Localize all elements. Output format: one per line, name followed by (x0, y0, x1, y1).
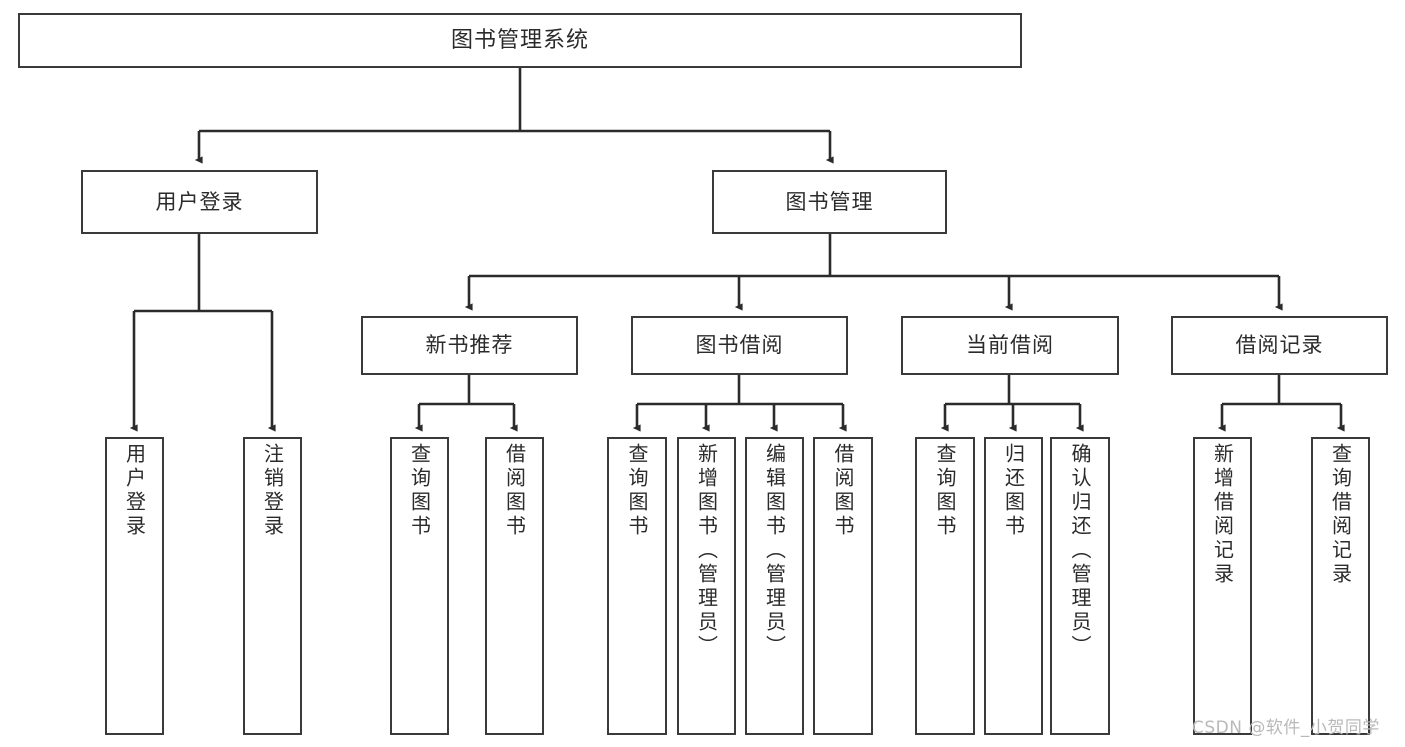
node-leaf-user-login[interactable]: 用户登录 (105, 437, 164, 735)
node-current-borrow[interactable]: 当前借阅 (901, 316, 1119, 375)
node-label: 图书借阅 (695, 333, 784, 358)
node-leaf-query-book-current[interactable]: 查询图书 (915, 437, 975, 735)
node-label: 图书管理系统 (450, 27, 589, 53)
node-label: 借阅图书 (502, 443, 527, 539)
csdn-watermark: CSDN @软件_小贺同学 (1192, 718, 1380, 738)
node-leaf-borrow-book-recommend[interactable]: 借阅图书 (485, 437, 544, 735)
node-leaf-query-book-borrow[interactable]: 查询图书 (607, 437, 667, 735)
node-label: 查询图书 (625, 443, 649, 539)
node-leaf-add-book-admin[interactable]: 新增图书（管理员） (677, 437, 736, 735)
node-label: 编辑图书（管理员） (762, 443, 787, 659)
node-label: 新增借阅记录 (1210, 443, 1235, 587)
node-leaf-query-book-recommend[interactable]: 查询图书 (390, 437, 449, 735)
node-book-borrow[interactable]: 图书借阅 (631, 316, 848, 375)
node-label: 借阅记录 (1235, 333, 1324, 358)
node-leaf-confirm-return-admin[interactable]: 确认归还（管理员） (1050, 437, 1110, 735)
node-leaf-borrow-book[interactable]: 借阅图书 (813, 437, 873, 735)
node-label: 借阅图书 (831, 443, 855, 539)
node-borrow-record[interactable]: 借阅记录 (1171, 316, 1388, 375)
node-root-book-management-system[interactable]: 图书管理系统 (18, 13, 1022, 68)
node-leaf-logout[interactable]: 注销登录 (243, 437, 302, 735)
node-label: 图书管理 (785, 189, 874, 214)
node-label: 新书推荐 (425, 333, 514, 358)
node-label: 查询图书 (407, 443, 432, 539)
node-book-management[interactable]: 图书管理 (712, 170, 947, 234)
node-label: 新增图书（管理员） (694, 443, 719, 659)
node-user-login[interactable]: 用户登录 (81, 170, 318, 234)
node-leaf-query-borrow-record[interactable]: 查询借阅记录 (1311, 437, 1370, 735)
node-label: 用户登录 (122, 443, 147, 539)
node-label: 注销登录 (260, 443, 285, 539)
node-leaf-add-borrow-record[interactable]: 新增借阅记录 (1193, 437, 1252, 735)
node-label: 确认归还（管理员） (1068, 443, 1092, 659)
node-new-book-recommend[interactable]: 新书推荐 (361, 316, 578, 375)
node-label: 查询借阅记录 (1328, 443, 1353, 587)
node-label: 查询图书 (933, 443, 957, 539)
node-label: 当前借阅 (966, 333, 1054, 358)
node-leaf-return-book[interactable]: 归还图书 (984, 437, 1043, 735)
node-label: 归还图书 (1001, 443, 1026, 539)
node-label: 用户登录 (155, 189, 244, 214)
node-leaf-edit-book-admin[interactable]: 编辑图书（管理员） (745, 437, 804, 735)
